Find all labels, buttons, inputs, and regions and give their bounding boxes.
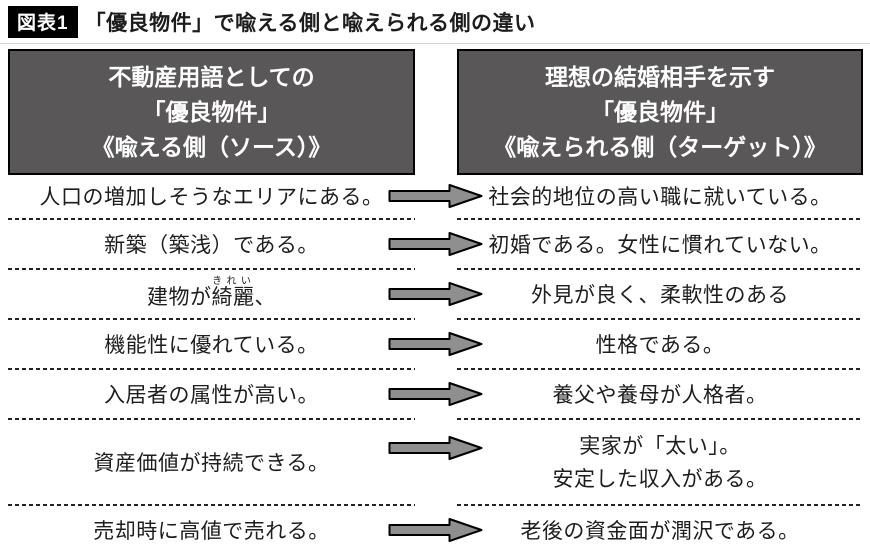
row-separator-segment	[457, 217, 863, 220]
row-separator-segment	[8, 417, 415, 420]
mapping-row: 売却時に高値で売れる。 老後の資金面が潤沢である。	[0, 506, 870, 554]
row-separator-segment	[457, 367, 863, 370]
source-header-line: 《喩える側（ソース）》	[91, 133, 332, 160]
row-separator	[0, 267, 870, 270]
row-separator-segment	[8, 217, 415, 220]
source-header-line: 「優良物件」	[142, 98, 281, 125]
target-cell: 初婚である。女性に慣れていない。	[457, 226, 863, 262]
target-cell: 社会的地位の高い職に就いている。	[457, 178, 863, 214]
column-headers: 不動産用語としての 「優良物件」 《喩える側（ソース）》 理想の結婚相手を示す …	[0, 49, 870, 175]
target-cell-line: 社会的地位の高い職に就いている。	[488, 186, 832, 210]
row-separator-segment	[8, 267, 415, 270]
row-separator	[0, 417, 870, 420]
row-separator-segment	[457, 503, 863, 506]
title-divider	[0, 43, 870, 44]
target-header-line: 《喩えられる側（ターゲット）》	[493, 133, 827, 160]
figure-titlebar: 図表1 「優良物件」で喩える側と喩えられる側の違い	[0, 0, 870, 43]
source-to-target-arrow-icon	[388, 381, 483, 406]
source-to-target-arrow-icon	[388, 435, 483, 460]
source-to-target-arrow-icon	[388, 517, 483, 542]
target-cell-line: 安定した収入がある。	[552, 468, 768, 492]
row-separator	[0, 317, 870, 320]
row-separator	[0, 367, 870, 370]
target-cell: 外見が良く、柔軟性のある	[457, 276, 863, 312]
source-to-target-arrow-icon	[388, 231, 483, 256]
target-cell-line: 外見が良く、柔軟性のある	[531, 283, 789, 307]
source-cell: 新築（築浅）である。	[104, 233, 319, 257]
target-cell-line: 老後の資金面が潤沢である。	[520, 519, 800, 543]
source-to-target-arrow-icon	[388, 184, 483, 209]
mapping-row: 建物が綺麗きれい、 外見が良く、柔軟性のある	[0, 270, 870, 318]
target-cell: 性格である。	[457, 326, 863, 362]
target-cell: 養父や養母が人格者。	[457, 376, 863, 412]
source-to-target-arrow-icon	[388, 331, 483, 356]
figure-title: 「優良物件」で喩える側と喩えられる側の違い	[84, 12, 536, 35]
source-cell: 建物が綺麗きれい、	[147, 276, 276, 310]
mapping-row: 資産価値が持続できる。 実家が「太い」。安定した収入がある。	[0, 420, 870, 504]
source-to-target-arrow-icon	[388, 281, 483, 306]
row-separator	[0, 503, 870, 506]
target-header-box: 理想の結婚相手を示す 「優良物件」 《喩えられる側（ターゲット）》	[457, 49, 863, 175]
target-cell-line: 実家が「太い」。	[579, 435, 741, 459]
row-separator-segment	[8, 367, 415, 370]
target-cell-line: 性格である。	[595, 333, 725, 357]
target-cell: 実家が「太い」。安定した収入がある。	[457, 427, 863, 496]
row-separator	[0, 217, 870, 220]
source-cell: 売却時に高値で売れる。	[93, 519, 330, 543]
figure-number-badge: 図表1	[8, 6, 78, 38]
ruby-annotated-word: 綺麗きれい	[211, 276, 255, 310]
mapping-row: 新築（築浅）である。 初婚である。女性に慣れていない。	[0, 220, 870, 268]
row-separator-segment	[8, 503, 415, 506]
source-cell: 資産価値が持続できる。	[93, 451, 330, 475]
source-header-box: 不動産用語としての 「優良物件」 《喩える側（ソース）》	[8, 49, 415, 175]
target-cell: 老後の資金面が潤沢である。	[457, 512, 863, 548]
target-header-line: 理想の結婚相手を示す	[545, 64, 775, 90]
target-cell-line: 初婚である。女性に慣れていない。	[488, 233, 832, 257]
target-cell-line: 養父や養母が人格者。	[552, 383, 768, 407]
row-separator-segment	[457, 267, 863, 270]
mapping-rows: 人口の増加しそうなエリアにある。 社会的地位の高い職に就いている。新築（築浅）であ…	[0, 175, 870, 554]
row-separator-segment	[457, 417, 863, 420]
mapping-row: 入居者の属性が高い。 養父や養母が人格者。	[0, 370, 870, 418]
mapping-row: 人口の増加しそうなエリアにある。 社会的地位の高い職に就いている。	[0, 175, 870, 218]
row-separator-segment	[8, 317, 415, 320]
source-cell: 入居者の属性が高い。	[104, 383, 319, 407]
mapping-row: 機能性に優れている。 性格である。	[0, 320, 870, 368]
row-separator-segment	[457, 317, 863, 320]
source-cell: 機能性に優れている。	[104, 333, 319, 357]
target-header-line: 「優良物件」	[591, 98, 729, 125]
source-header-line: 不動産用語としての	[108, 64, 315, 90]
source-cell: 人口の増加しそうなエリアにある。	[39, 186, 384, 210]
